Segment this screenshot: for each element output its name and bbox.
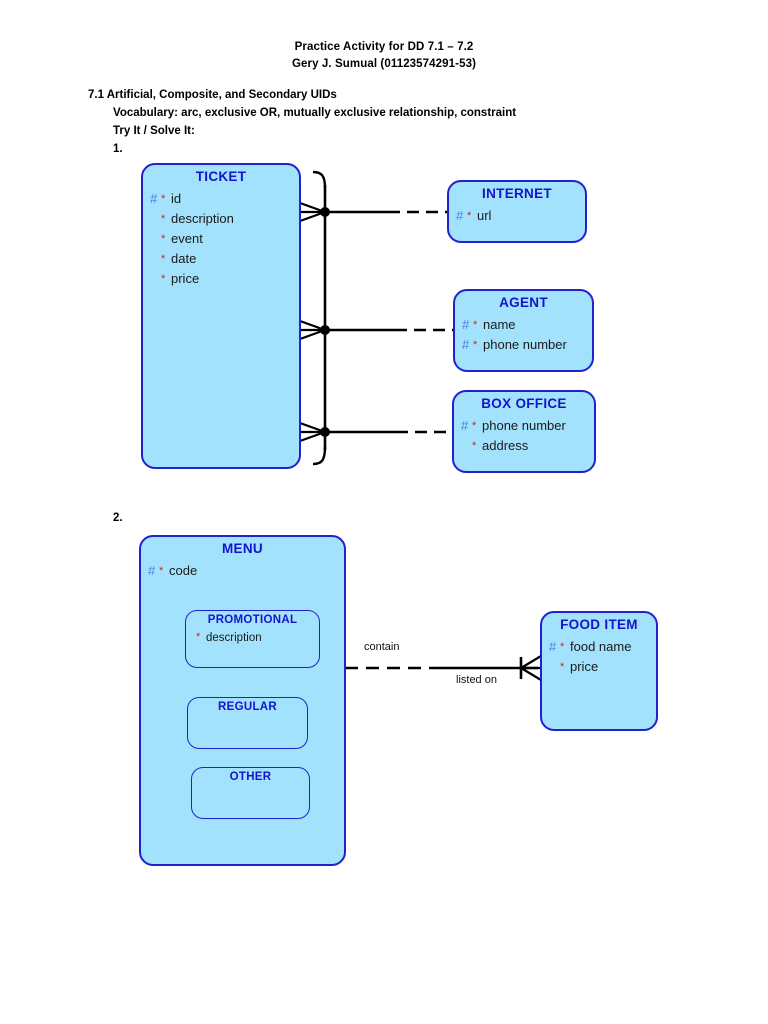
document-title-line-1: Practice Activity for DD 7.1 – 7.2	[294, 41, 474, 53]
attribute-row: *description	[161, 211, 234, 226]
item-number-1: 1.	[113, 143, 123, 155]
entity-agent[interactable]: AGENT #*name #*phone number	[453, 289, 594, 372]
subtype-title-other: OTHER	[229, 771, 272, 783]
subtype-promotional[interactable]: PROMOTIONAL *description	[185, 610, 320, 668]
subtype-other[interactable]: OTHER	[191, 767, 310, 819]
attribute-list-internet: #*url	[449, 206, 585, 226]
arc-dot-agent	[320, 325, 330, 335]
attribute-row: #*food name	[549, 639, 632, 654]
entity-food-item[interactable]: FOOD ITEM #*food name *price	[540, 611, 658, 731]
attribute-row: #*url	[456, 208, 492, 223]
attribute-list-menu: #*code	[141, 561, 344, 581]
arc-dot-internet	[320, 207, 330, 217]
attribute-list-ticket: #*id *description *event *date *price	[143, 189, 299, 289]
entity-title-menu: MENU	[222, 541, 263, 556]
attribute-row: *address	[472, 438, 529, 453]
crowsfoot-fooditem	[520, 655, 542, 681]
relationship-label-listed-on: listed on	[456, 674, 497, 686]
subtype-regular[interactable]: REGULAR	[187, 697, 308, 749]
try-it-solve-it-line: Try It / Solve It:	[113, 125, 195, 137]
attribute-row: #*code	[148, 563, 198, 578]
attribute-list-food-item: #*food name *price	[542, 637, 656, 677]
entity-menu[interactable]: MENU #*code PROMOTIONAL *description REG…	[139, 535, 346, 866]
attribute-row: *description	[196, 631, 262, 644]
attribute-list-box-office: #*phone number *address	[454, 416, 594, 456]
attribute-row: #*name	[462, 317, 516, 332]
vocabulary-line: Vocabulary: arc, exclusive OR, mutually …	[113, 107, 517, 119]
relationship-label-contain: contain	[364, 641, 400, 653]
attribute-row: *date	[161, 251, 197, 266]
arc-bottom-hook	[312, 446, 327, 466]
attribute-row: #*phone number	[462, 337, 567, 352]
entity-title-box-office: BOX OFFICE	[481, 396, 567, 411]
entity-title-food-item: FOOD ITEM	[560, 617, 638, 632]
attribute-row: *price	[560, 659, 599, 674]
entity-title-internet: INTERNET	[482, 186, 552, 201]
attribute-row: *event	[161, 231, 203, 246]
subtype-title-regular: REGULAR	[218, 701, 277, 713]
attribute-list-agent: #*name #*phone number	[455, 315, 592, 355]
entity-ticket[interactable]: TICKET #*id *description *event *date *p…	[141, 163, 301, 469]
attribute-list-promotional: *description	[186, 629, 319, 647]
subtype-title-promotional: PROMOTIONAL	[207, 614, 298, 626]
attribute-row: *price	[161, 271, 200, 286]
attribute-row: #*id	[150, 191, 182, 206]
item-number-2: 2.	[113, 512, 123, 524]
entity-internet[interactable]: INTERNET #*url	[447, 180, 587, 243]
entity-title-agent: AGENT	[499, 295, 548, 310]
section-heading-7-1: 7.1 Artificial, Composite, and Secondary…	[88, 89, 337, 101]
document-author-line: Gery J. Sumual (01123574291-53)	[291, 58, 477, 70]
attribute-row: #*phone number	[461, 418, 566, 433]
entity-title-ticket: TICKET	[195, 169, 247, 184]
arc-dot-boxoffice	[320, 427, 330, 437]
arc-top-hook	[312, 170, 327, 189]
entity-box-office[interactable]: BOX OFFICE #*phone number *address	[452, 390, 596, 473]
